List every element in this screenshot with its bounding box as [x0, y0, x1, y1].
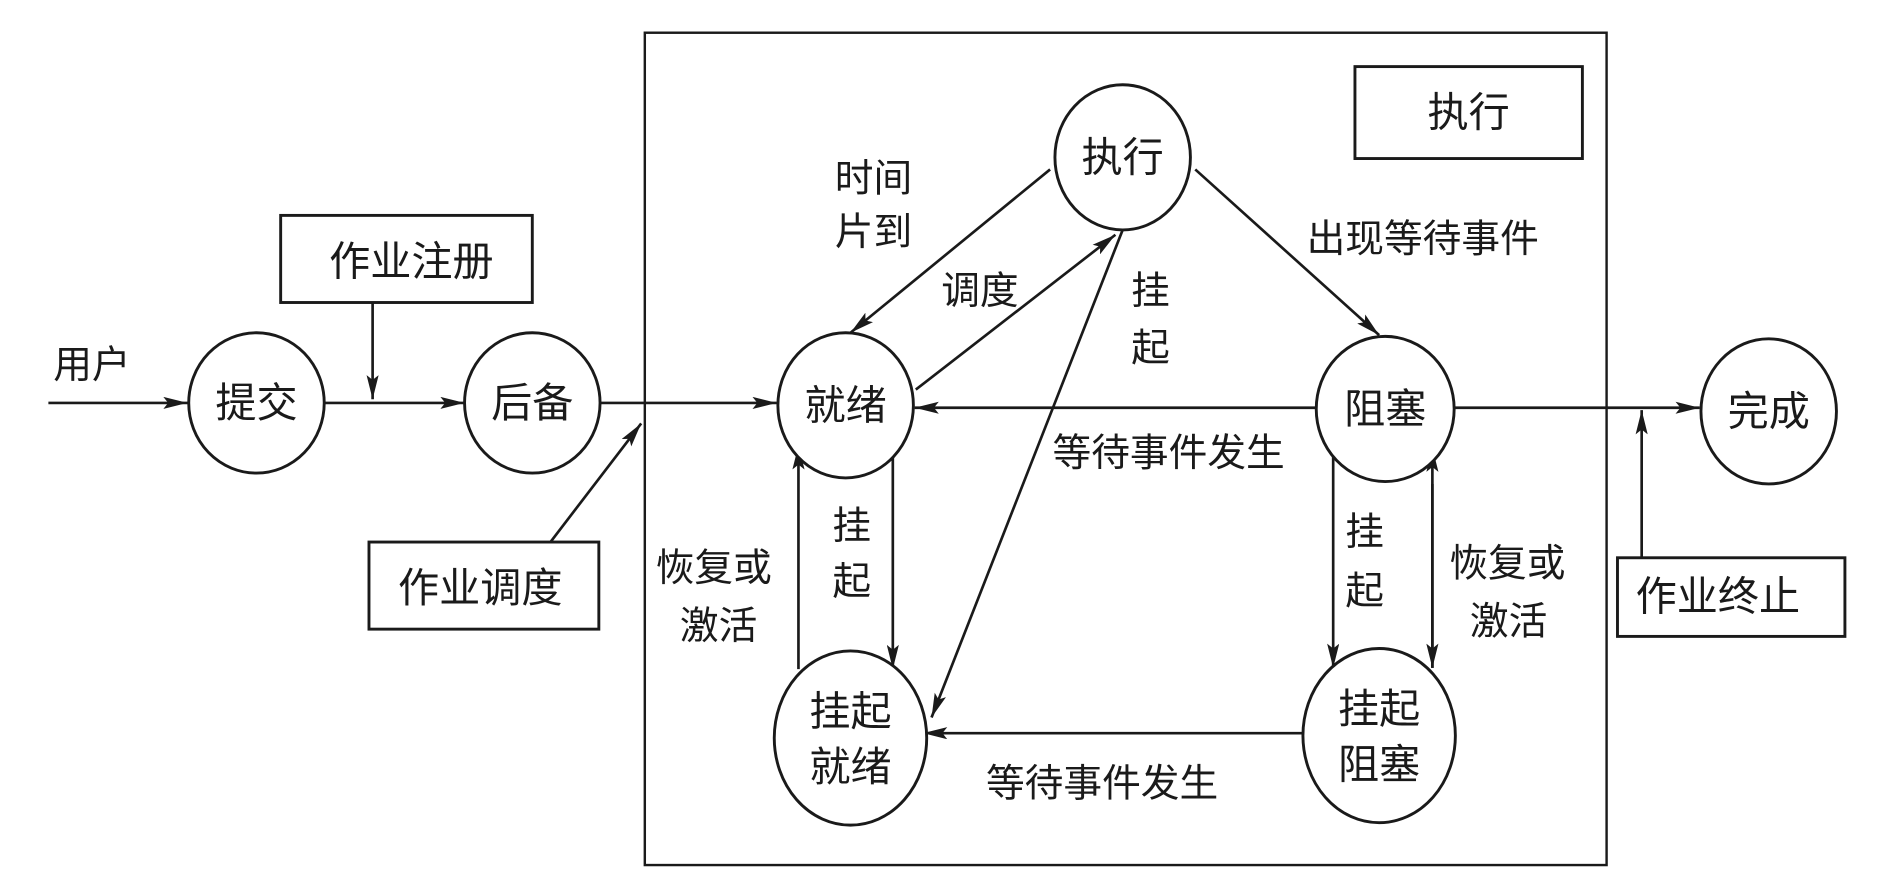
node-running-label: 执行	[1082, 133, 1164, 181]
label-resume-ready-1: 恢复或	[656, 546, 772, 591]
box-job-terminate: 作业终止	[1616, 556, 1847, 638]
node-submit-label: 提交	[215, 379, 297, 427]
label-resume-blocked-1: 恢复或	[1449, 541, 1565, 586]
node-running: 执行	[1053, 83, 1192, 232]
node-suspended-blocked: 挂起 阻塞	[1301, 647, 1457, 825]
node-done: 完成	[1699, 337, 1838, 486]
label-suspend-running-2: 起	[1131, 326, 1170, 371]
node-backup: 后备	[463, 331, 602, 475]
node-suspended-blocked-line2: 阻塞	[1338, 741, 1420, 789]
node-suspended-blocked-line1: 挂起	[1338, 685, 1420, 733]
label-suspend-blocked-2: 起	[1345, 569, 1384, 614]
node-submit: 提交	[187, 331, 326, 475]
label-event-happens-1: 等待事件发生	[1053, 431, 1285, 476]
label-suspend-ready-2: 起	[832, 559, 871, 604]
label-suspend-blocked-1: 挂	[1345, 510, 1384, 555]
node-ready: 就绪	[776, 331, 915, 480]
box-job-terminate-label: 作业终止	[1636, 572, 1801, 620]
node-done-label: 完成	[1728, 387, 1810, 435]
label-suspend-running-1: 挂	[1131, 269, 1170, 314]
label-user: 用户	[53, 343, 130, 388]
node-blocked: 阻塞	[1314, 334, 1456, 484]
label-wait-event-occurs: 出现等待事件	[1307, 217, 1539, 262]
label-resume-blocked-2: 激活	[1470, 599, 1547, 644]
label-timeslice-2: 片到	[835, 210, 912, 255]
box-job-schedule: 作业调度	[367, 540, 601, 631]
node-suspended-ready: 挂起 就绪	[772, 649, 929, 827]
box-exec-area: 执行	[1353, 65, 1584, 160]
label-timeslice-1: 时间	[835, 157, 912, 202]
label-suspend-ready-1: 挂	[832, 504, 871, 549]
node-backup-label: 后备	[491, 379, 573, 427]
node-suspended-ready-line1: 挂起	[809, 687, 891, 735]
edge-schedule-up	[549, 422, 643, 543]
edge-running-ready	[849, 168, 1051, 334]
node-ready-label: 就绪	[805, 381, 887, 429]
box-job-register-label: 作业注册	[329, 237, 494, 285]
label-resume-ready-2: 激活	[680, 604, 757, 649]
label-dispatch: 调度	[941, 269, 1018, 314]
edges	[48, 168, 1700, 740]
node-blocked-label: 阻塞	[1344, 385, 1426, 433]
edge-running-blocked	[1194, 168, 1381, 337]
edge-ready-running	[914, 233, 1117, 391]
node-suspended-ready-line2: 就绪	[809, 743, 891, 791]
box-job-schedule-label: 作业调度	[398, 564, 563, 612]
label-event-happens-2: 等待事件发生	[986, 761, 1218, 806]
box-exec-area-label: 执行	[1428, 89, 1510, 137]
box-job-register: 作业注册	[279, 213, 534, 304]
edge-running-suspready	[930, 229, 1124, 718]
execution-frame	[643, 31, 1608, 867]
